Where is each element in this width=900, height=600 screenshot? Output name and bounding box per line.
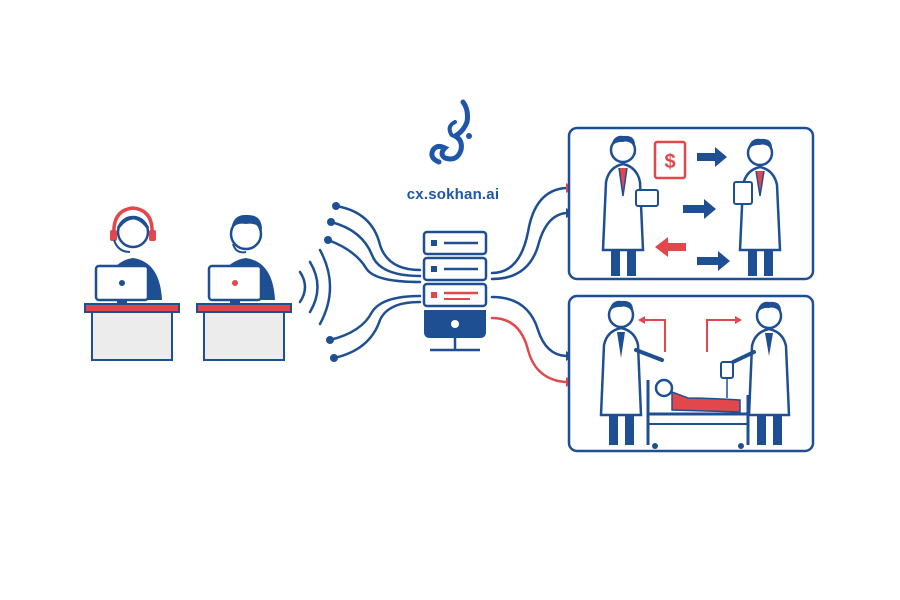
doctor-bottom-right	[731, 301, 791, 445]
incoming-connections	[326, 204, 422, 360]
doctor-bottom-left	[599, 300, 664, 445]
brand-url[interactable]: cx.sokhan.ai	[406, 186, 500, 203]
hospital-bed-icon	[646, 378, 750, 449]
care-arrows	[638, 316, 742, 352]
signal-waves	[298, 248, 332, 326]
desk	[84, 303, 180, 313]
headset-icon	[112, 206, 154, 237]
flow-arrows	[655, 147, 730, 271]
patient-care-panel	[567, 294, 815, 453]
desk	[196, 303, 292, 313]
consultation-panel: $	[567, 126, 815, 281]
server-icon	[422, 230, 488, 352]
iv-drip-icon	[720, 361, 734, 398]
sokhan-logo	[429, 99, 472, 165]
outgoing-connections	[490, 186, 568, 384]
connection-nodes	[324, 202, 340, 362]
dollar-document-icon: $	[653, 140, 687, 180]
agent-with-mic	[196, 214, 292, 361]
svg-text:$: $	[664, 151, 675, 173]
clipboard-icon	[733, 181, 753, 205]
brand-block: cx.sokhan.ai	[388, 92, 518, 203]
doctor-right	[733, 138, 782, 276]
doctor-left	[601, 135, 659, 276]
agent-with-headset	[84, 206, 180, 361]
